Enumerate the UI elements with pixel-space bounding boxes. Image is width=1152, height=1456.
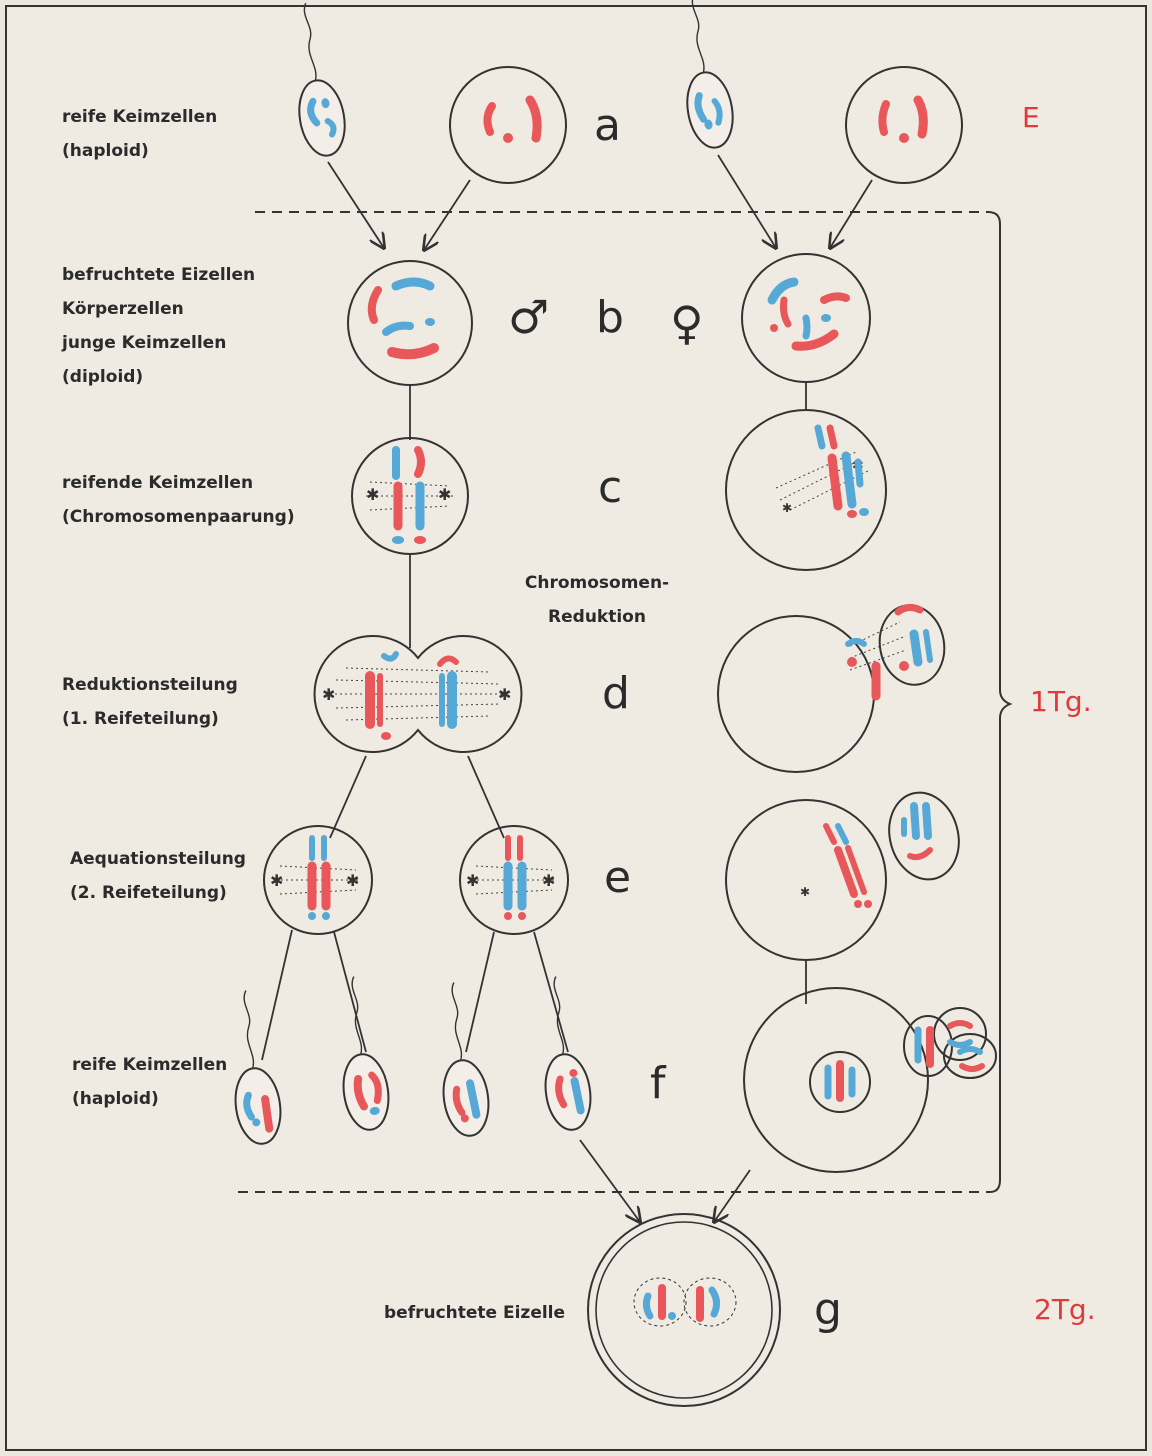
svg-text:✱: ✱	[782, 501, 792, 515]
tag-e: E	[1022, 104, 1040, 132]
label-line: Aequationsteilung	[70, 842, 246, 876]
label-line: Reduktionsteilung	[62, 668, 238, 702]
label-line: reifende Keimzellen	[62, 466, 295, 500]
label-reduction-division: Reduktionsteilung (1. Reifeteilung)	[62, 668, 238, 736]
label-line: Reduktion	[522, 600, 672, 634]
label-line: Körperzellen	[62, 292, 255, 326]
label-line: (diploid)	[62, 360, 255, 394]
label-mature-germ-cells-top: reife Keimzellen (haploid)	[62, 100, 217, 168]
stage-letter-b: b	[596, 296, 624, 340]
label-line: (1. Reifeteilung)	[62, 702, 238, 736]
tag-one-day: 1Tg.	[1030, 688, 1092, 716]
label-equation-division: Aequationsteilung (2. Reifeteilung)	[70, 842, 246, 910]
svg-text:✱: ✱	[322, 685, 335, 704]
label-fertilized-group: befruchtete Eizellen Körperzellen junge …	[62, 258, 255, 394]
stage-letter-c: c	[598, 466, 622, 510]
stage-letter-d: d	[602, 672, 630, 716]
label-line: reife Keimzellen	[62, 100, 217, 134]
stage-letter-g: g	[814, 1288, 842, 1332]
stage-letter-e: e	[604, 856, 631, 900]
svg-text:✱: ✱	[346, 871, 359, 890]
label-line: (haploid)	[62, 134, 217, 168]
label-line: junge Keimzellen	[62, 326, 255, 360]
svg-text:✱: ✱	[270, 871, 283, 890]
label-fertilized-egg: befruchtete Eizelle	[384, 1296, 565, 1330]
label-maturing: reifende Keimzellen (Chromosomenpaarung)	[62, 466, 295, 534]
label-line: (Chromosomenpaarung)	[62, 500, 295, 534]
label-line: (haploid)	[72, 1082, 227, 1116]
label-line: (2. Reifeteilung)	[70, 876, 246, 910]
svg-text:✱: ✱	[800, 885, 810, 899]
stage-letter-f: f	[650, 1062, 666, 1106]
svg-text:✱: ✱	[366, 485, 379, 504]
stage-letter-a: a	[594, 104, 621, 148]
male-symbol: ♂	[508, 294, 549, 340]
label-line: reife Keimzellen	[72, 1048, 227, 1082]
svg-text:✱: ✱	[466, 871, 479, 890]
label-mature-germ-cells-bottom: reife Keimzellen (haploid)	[72, 1048, 227, 1116]
female-symbol: ♀	[670, 300, 704, 346]
svg-text:✱: ✱	[438, 485, 451, 504]
svg-text:✱: ✱	[542, 871, 555, 890]
label-line: befruchtete Eizellen	[62, 258, 255, 292]
svg-text:✱: ✱	[498, 685, 511, 704]
tag-two-days: 2Tg.	[1034, 1296, 1096, 1324]
label-chromosome-reduction: Chromosomen- Reduktion	[522, 566, 672, 634]
label-line: Chromosomen-	[522, 566, 672, 600]
